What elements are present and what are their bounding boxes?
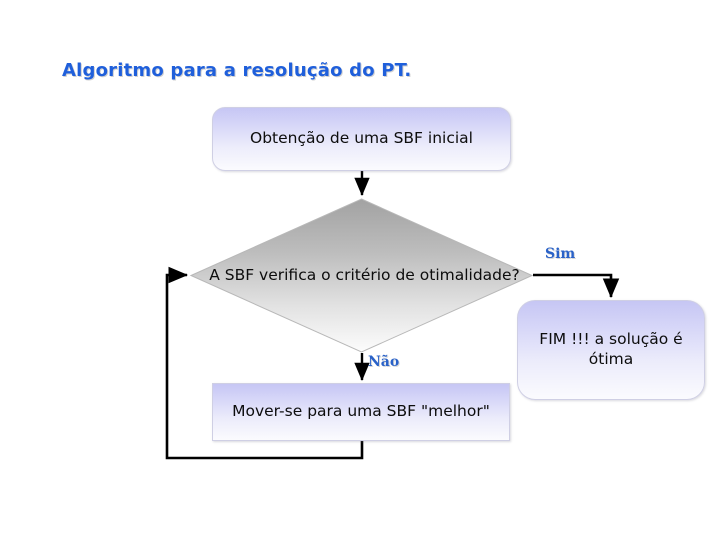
diamond-shape <box>190 198 533 353</box>
edge-label-nao: Não <box>368 354 400 370</box>
node-decisao-otimalidade[interactable]: A SBF verifica o critério de otimalidade… <box>190 198 533 353</box>
edge-label-sim: Sim <box>545 246 576 262</box>
node-label: A SBF verifica o critério de otimalidade… <box>209 265 520 284</box>
node-label: Mover-se para uma SBF "melhor" <box>232 402 490 421</box>
node-label: Obtenção de uma SBF inicial <box>250 129 473 148</box>
page-title: Algoritmo para a resolução do PT. <box>62 60 412 81</box>
node-obtencao-sbf-inicial[interactable]: Obtenção de uma SBF inicial <box>212 107 511 171</box>
node-mover-se-sbf-melhor[interactable]: Mover-se para uma SBF "melhor" <box>212 383 510 441</box>
node-fim-solucao-otima[interactable]: FIM !!! a solução é ótima <box>517 300 705 400</box>
edge-decisao-to-fim <box>533 273 620 299</box>
node-label: FIM !!! a solução é ótima <box>539 330 683 368</box>
